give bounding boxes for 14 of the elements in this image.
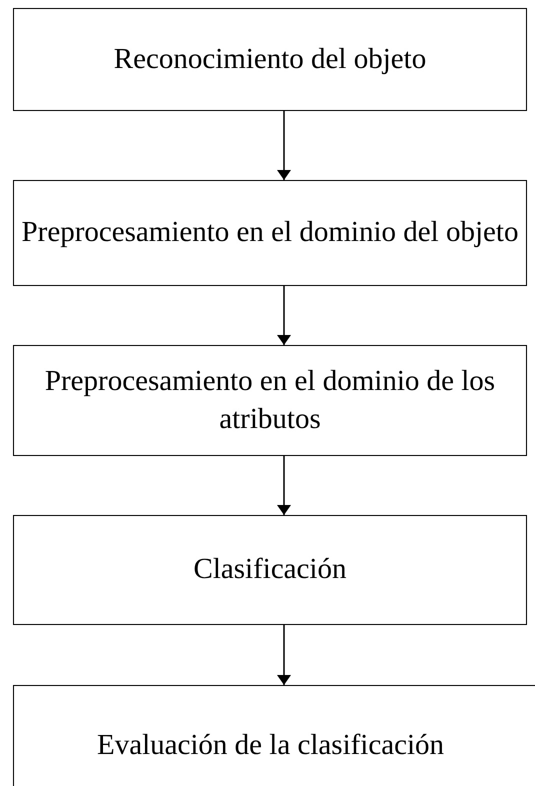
box-label: Clasificación: [193, 552, 346, 588]
process-box: [13, 685, 535, 786]
arrow: [277, 286, 291, 345]
box-label: Preprocesamiento en el dominio de los atributos: [44, 364, 496, 436]
arrow: [277, 111, 291, 180]
process-box: [13, 8, 527, 111]
arrow: [277, 625, 291, 685]
box-label: Preprocesamiento en el dominio del objeto: [22, 215, 518, 250]
process-box: [13, 515, 527, 625]
arrow: [277, 456, 291, 515]
process-box: [13, 345, 527, 456]
process-box: [13, 180, 527, 286]
box-label: Evaluación de la clasificación: [96, 728, 444, 763]
box-label: Reconocimiento del objeto: [114, 42, 426, 77]
